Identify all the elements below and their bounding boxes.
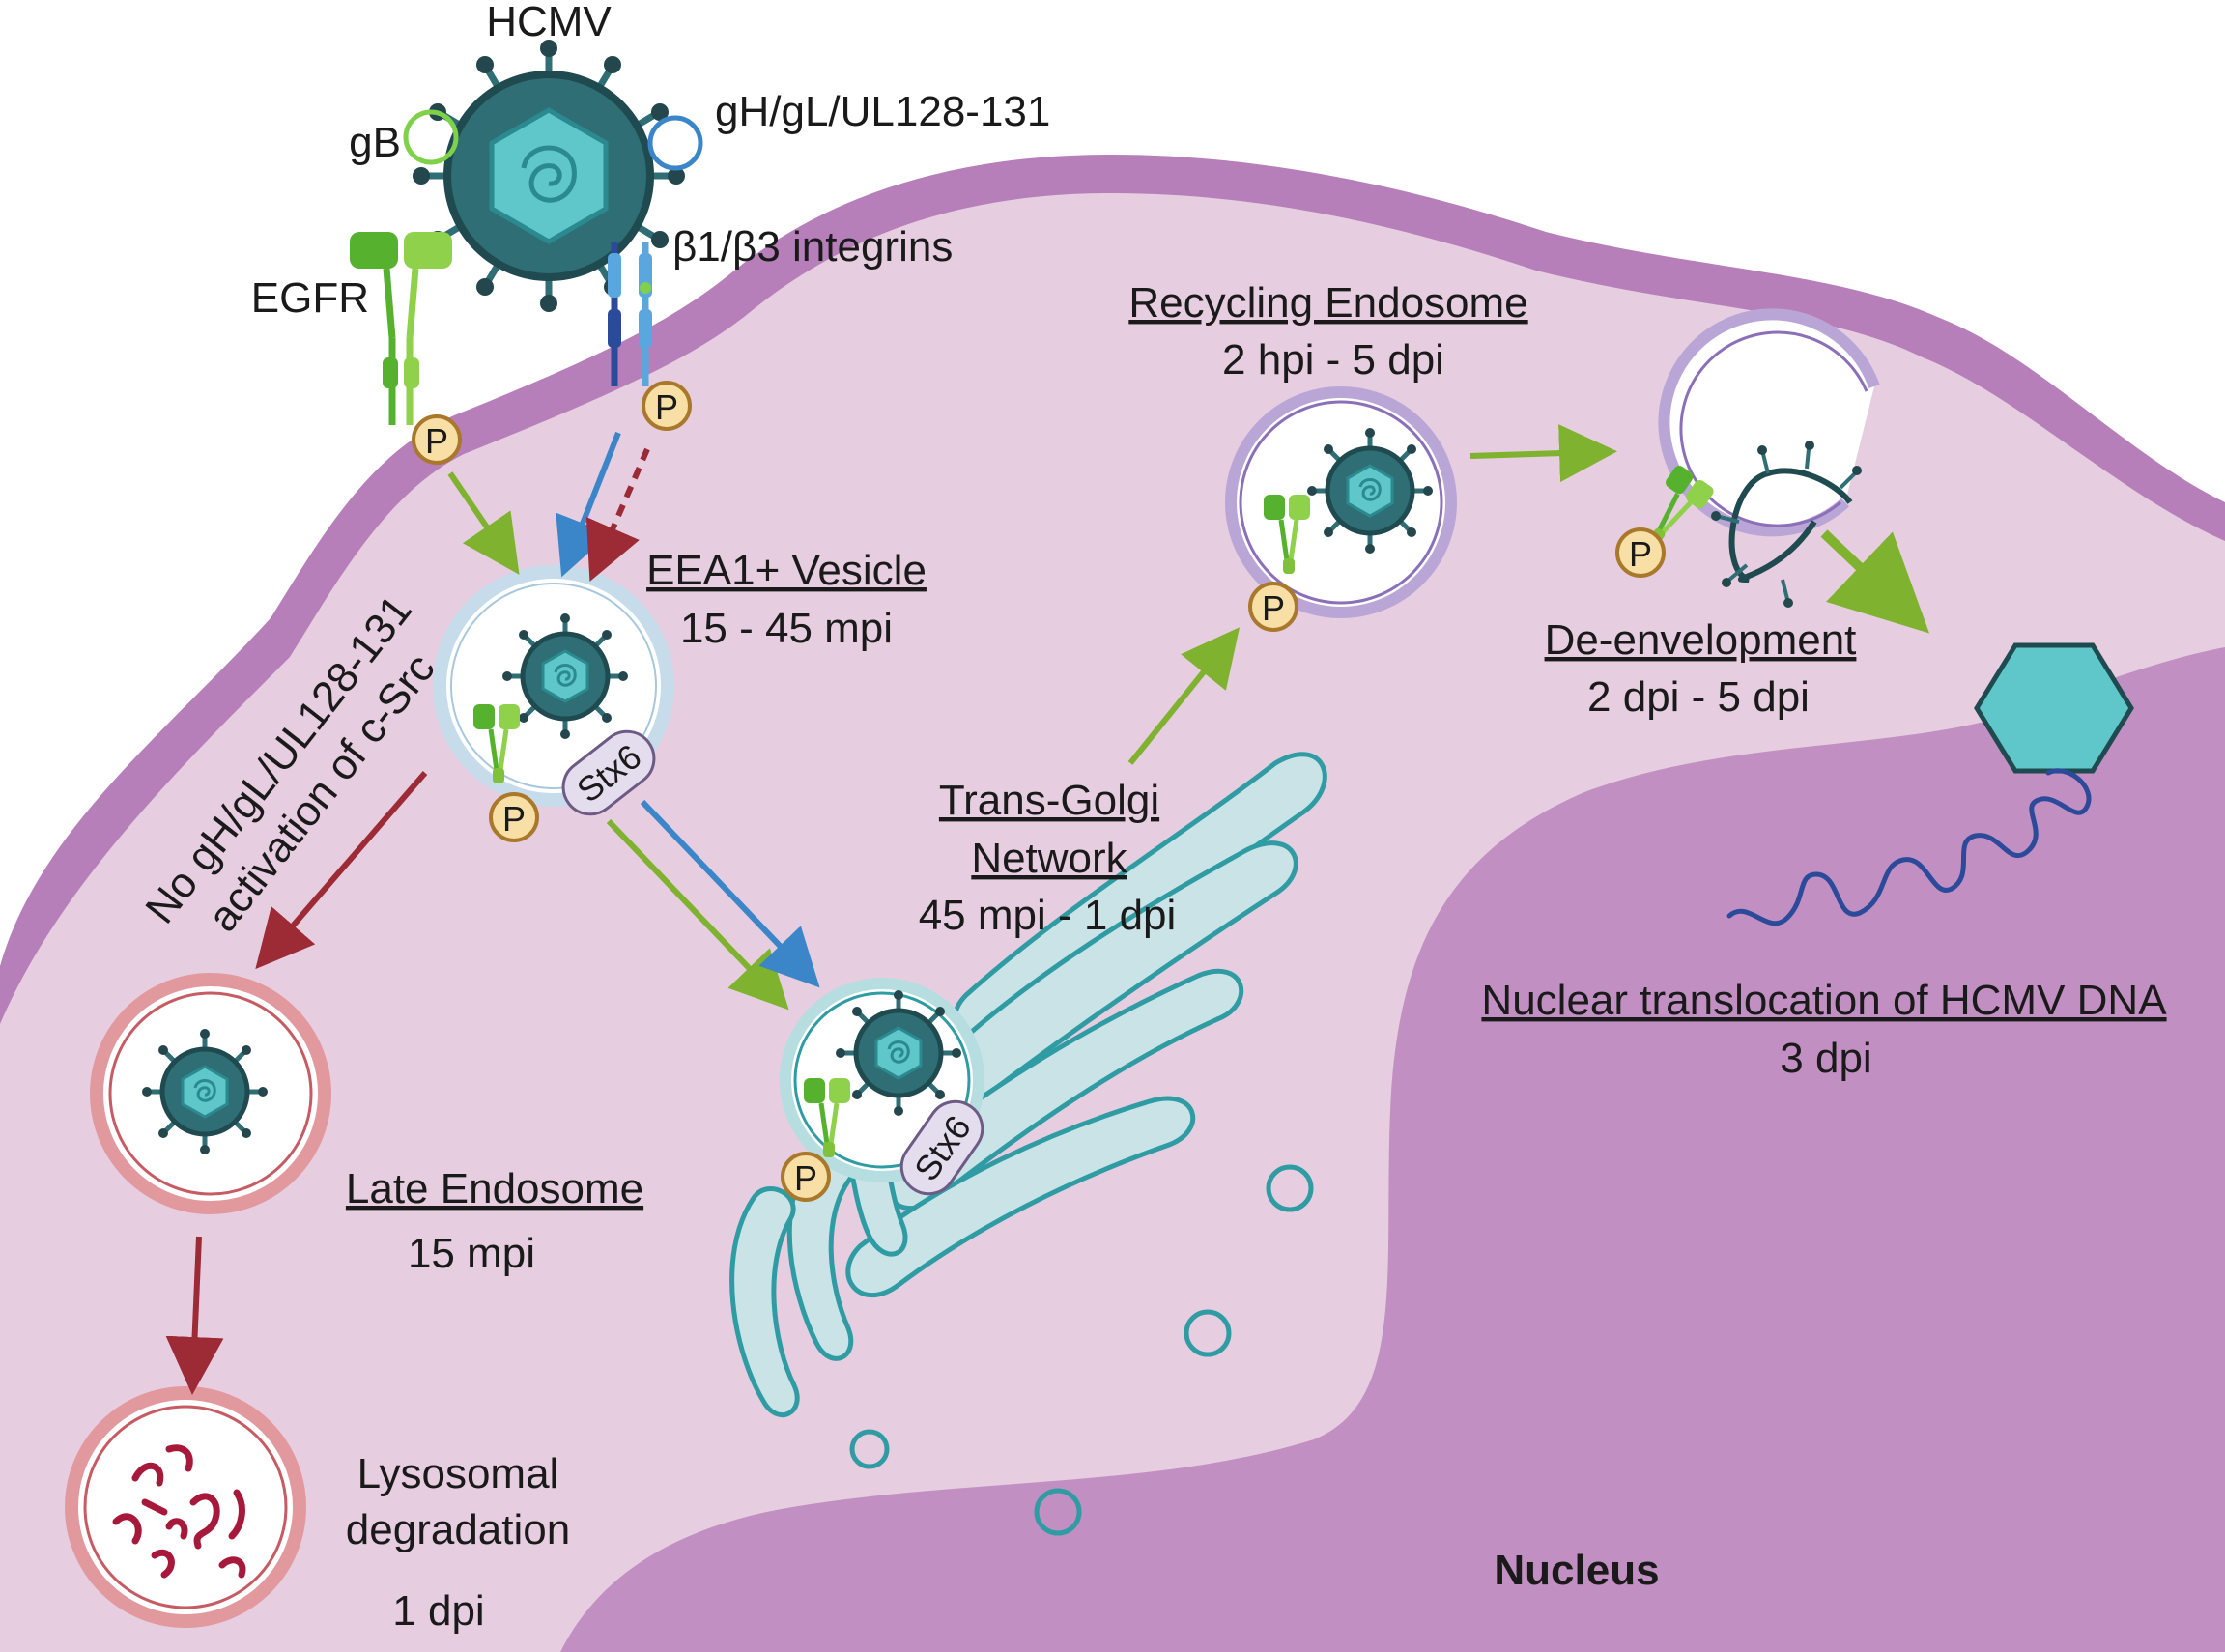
label-nuclear-title: Nuclear translocation of HCMV DNA bbox=[1481, 977, 2167, 1024]
label-eea1-time: 15 - 45 mpi bbox=[680, 605, 893, 652]
golgi-vesicles bbox=[849, 1164, 1314, 1536]
label-late-title: Late Endosome bbox=[346, 1165, 643, 1212]
arrow-eea1-to-tgn-green bbox=[606, 818, 789, 1011]
label-integrins: β1/β3 integrins bbox=[672, 223, 953, 271]
svg-text:P: P bbox=[1262, 588, 1285, 628]
svg-text:P: P bbox=[502, 799, 526, 839]
label-gh-gl: gH/gL/UL128-131 bbox=[715, 88, 1050, 135]
tgn-vesicle: P Stx6 bbox=[780, 978, 984, 1202]
label-tgn-line2: Network bbox=[971, 835, 1127, 882]
label-late-time: 15 mpi bbox=[408, 1230, 535, 1277]
label-lyso-line1: Lysosomal bbox=[357, 1450, 559, 1497]
label-lyso-time: 1 dpi bbox=[392, 1587, 484, 1635]
label-deenv-title: De-envelopment bbox=[1545, 616, 1857, 664]
arrow-recycling-to-deenv bbox=[1469, 424, 1617, 483]
svg-text:P: P bbox=[655, 387, 678, 427]
arrow-deenv-to-capsid bbox=[1820, 529, 1929, 634]
released-capsid bbox=[1974, 642, 2134, 774]
arrow-late-to-lyso bbox=[165, 1236, 224, 1395]
pathway-arrows bbox=[165, 424, 1929, 1395]
phospho-integrin: P bbox=[642, 381, 692, 431]
egfr-receptor bbox=[350, 232, 452, 425]
late-endosome bbox=[90, 973, 331, 1214]
gb-highlight bbox=[403, 109, 459, 165]
integrin-receptor bbox=[608, 242, 652, 386]
arrow-eea1-to-late bbox=[255, 771, 428, 970]
hcmv-dna-strand bbox=[1726, 768, 2092, 926]
eea1-vesicle: P Stx6 bbox=[433, 565, 674, 842]
label-lyso-line2: degradation bbox=[346, 1506, 570, 1553]
label-nucleus: Nucleus bbox=[1494, 1547, 1659, 1594]
svg-text:P: P bbox=[425, 421, 448, 461]
label-gb: gB bbox=[349, 119, 401, 166]
label-deenv-time: 2 dpi - 5 dpi bbox=[1587, 673, 1810, 721]
label-eea1-title: EEA1+ Vesicle bbox=[646, 547, 927, 594]
phospho-egfr: P bbox=[412, 414, 462, 465]
svg-text:P: P bbox=[794, 1158, 817, 1198]
lysosome bbox=[65, 1386, 306, 1628]
label-tgn-time: 45 mpi - 1 dpi bbox=[919, 892, 1177, 939]
arrow-tgn-to-recycling bbox=[1127, 627, 1241, 765]
label-tgn-line1: Trans-Golgi bbox=[939, 777, 1159, 824]
hcmv-virion bbox=[413, 40, 685, 312]
label-recycling-time: 2 hpi - 5 dpi bbox=[1222, 336, 1444, 384]
nucleus-region bbox=[560, 647, 2225, 1652]
label-egfr: EGFR bbox=[251, 274, 369, 322]
svg-text:P: P bbox=[1629, 534, 1652, 574]
gh-gl-highlight bbox=[647, 115, 703, 171]
arrow-egfr-to-eea1 bbox=[447, 471, 520, 575]
label-recycling-title: Recycling Endosome bbox=[1128, 279, 1527, 327]
arrow-integrin-to-eea1 bbox=[556, 431, 621, 578]
label-nuclear-time: 3 dpi bbox=[1780, 1035, 1871, 1082]
label-hcmv: HCMV bbox=[486, 0, 612, 45]
recycling-endosome: P bbox=[1225, 386, 1457, 632]
de-envelopment-vesicle: P bbox=[1615, 308, 1880, 608]
arrow-eea1-to-tgn-blue bbox=[640, 799, 820, 988]
